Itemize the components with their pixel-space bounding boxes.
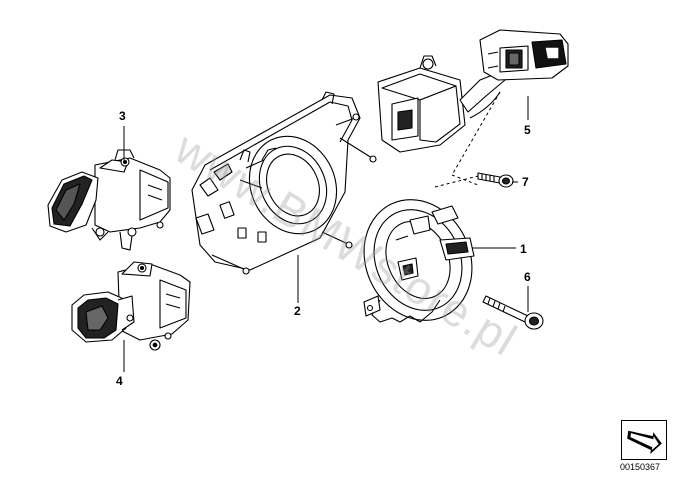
assembly-line-c [434, 175, 479, 188]
callout-3: 3 [119, 109, 126, 123]
callout-2: 2 [294, 304, 301, 318]
arrow-shape [627, 430, 662, 454]
part-2-switch-carrier [191, 91, 377, 275]
next-page-arrow-icon[interactable] [621, 420, 667, 460]
callout-1: 1 [520, 242, 527, 256]
part-1-clock-spring [363, 199, 475, 323]
part-5-wiper-switch [377, 29, 569, 153]
part-7-screw [477, 172, 514, 188]
callout-7: 7 [522, 175, 529, 189]
callout-6: 6 [524, 270, 531, 284]
part-6-bolt [482, 295, 544, 330]
part-3-ignition-lock-housing [47, 149, 171, 251]
assembly-line-b [451, 174, 479, 186]
callout-4: 4 [116, 374, 123, 388]
assembly-line-a [451, 91, 501, 176]
part-4-ignition-switch [71, 261, 191, 351]
callout-5: 5 [524, 123, 531, 137]
document-number: 00150367 [620, 462, 661, 472]
leader-lines [123, 91, 529, 372]
